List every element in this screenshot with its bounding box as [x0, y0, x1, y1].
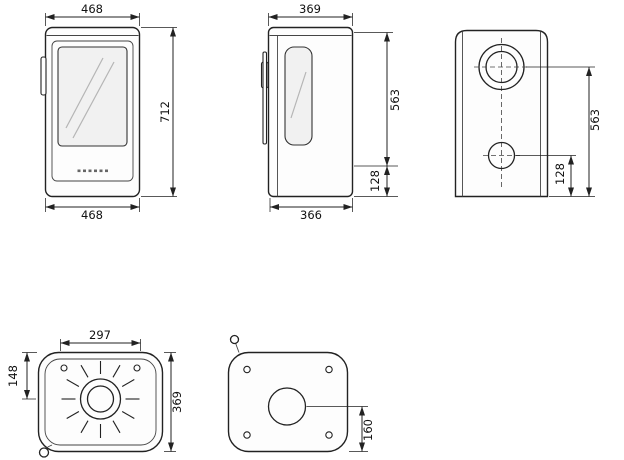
pull-ring — [38, 447, 50, 458]
bolt-hole — [325, 365, 333, 374]
top-screw-hole — [60, 364, 68, 372]
dim-label-top-flue-offset: 148 — [6, 365, 20, 387]
dim-label-top-width: 297 — [89, 328, 111, 342]
top-plate-outline — [37, 351, 164, 453]
dim-label-front-width-bottom: 468 — [81, 208, 103, 222]
bottom-opening — [267, 387, 307, 426]
dim-label-side-height-lower: 128 — [368, 170, 382, 192]
top-screw-hole — [133, 364, 141, 372]
top-view: 297 148 369 — [6, 328, 184, 458]
glass-reflection — [65, 57, 104, 129]
bottom-view: 160 — [227, 334, 375, 453]
dim-label-back-height-lower: 128 — [553, 163, 567, 185]
bolt-hole — [243, 365, 251, 374]
dim-label-top-depth: 369 — [170, 391, 184, 413]
bottom-plate-outline — [227, 351, 349, 453]
sensor-knob — [229, 334, 240, 345]
sensor-stem — [235, 342, 240, 353]
top-plate-inner-contour — [44, 358, 157, 446]
front-door-glass — [57, 46, 128, 147]
flue-outlet-lower — [487, 141, 516, 170]
flue-collar-inner — [86, 385, 115, 413]
bolt-hole — [243, 431, 251, 439]
glass-reflection — [72, 61, 115, 139]
dim-label-back-height-upper: 563 — [588, 109, 602, 131]
side-handle-rod — [262, 51, 268, 145]
front-view: 468 712 468 — [40, 2, 177, 222]
door-handle — [40, 56, 47, 96]
dim-label-front-height: 712 — [158, 101, 172, 123]
flue-collar-outer — [79, 378, 122, 420]
glass-reflection — [290, 71, 307, 119]
side-view: 369 563 128 366 — [260, 2, 402, 222]
back-view: 563 128 — [454, 29, 602, 198]
dim-label-front-width-top: 468 — [81, 2, 103, 16]
brand-mark — [77, 169, 108, 173]
dim-label-bottom-flue-offset: 160 — [361, 419, 375, 441]
dim-label-side-depth-bottom: 366 — [300, 208, 322, 222]
bolt-hole — [325, 431, 333, 439]
dim-label-side-height-upper: 563 — [388, 89, 402, 111]
sunburst-rays — [61, 361, 140, 438]
dim-label-side-depth-top: 369 — [299, 2, 321, 16]
front-door-frame — [51, 40, 134, 182]
